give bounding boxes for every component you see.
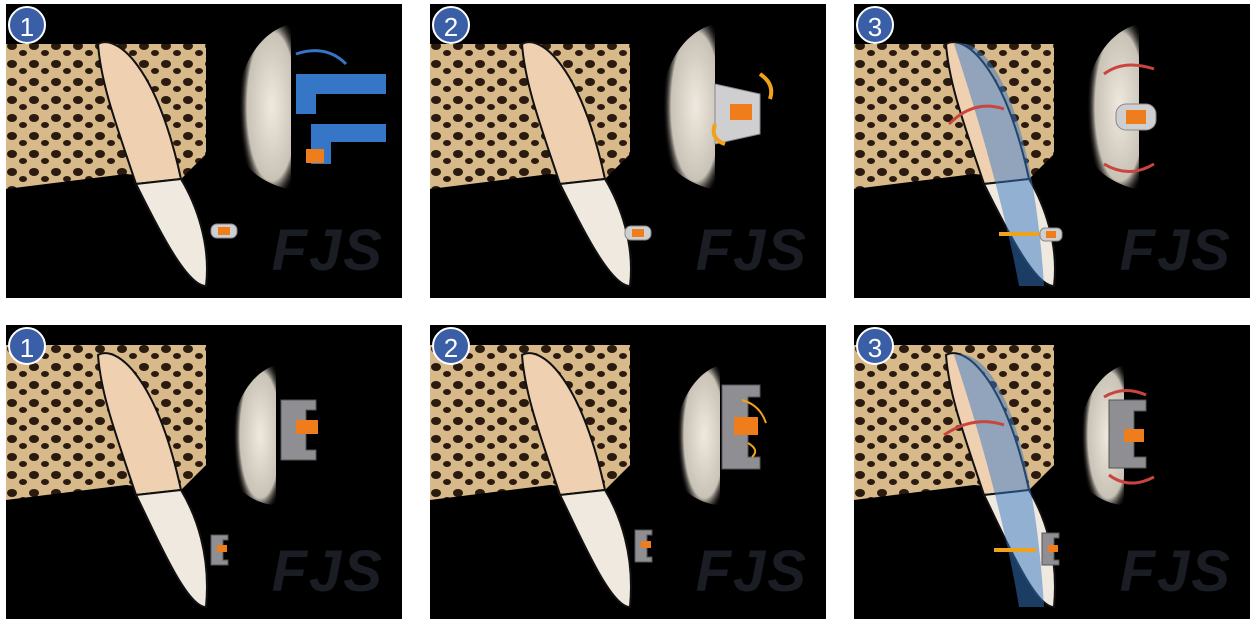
panel-bottom-1: 1 FJS [6,325,402,619]
panel-top-3: 3 FJS [854,4,1250,298]
panel-bottom-3: 3 FJS [854,325,1250,619]
bracket-slot [730,104,752,120]
step-badge: 1 [8,327,46,365]
bracket-slot [734,417,758,435]
orange-arrow-upper [760,74,771,99]
watermark: FJS [696,538,808,605]
panel-top-2: 2 FJS [430,4,826,298]
tooth-crown [136,179,207,286]
magnified-surface [236,24,291,189]
small-slot [632,229,644,237]
tooth-crown [560,179,631,286]
tooth-crown [560,490,631,607]
watermark: FJS [696,217,808,284]
small-slot [1048,545,1058,552]
magnified-surface [675,365,720,505]
small-slot [641,541,651,548]
tooth-crown [136,490,207,607]
blue-pliers-upper [296,74,386,114]
watermark: FJS [272,538,384,605]
watermark: FJS [1120,217,1232,284]
bracket-slot [296,420,318,434]
watermark: FJS [272,217,384,284]
small-slot [217,545,227,552]
panel-top-1: 1 FJS [6,4,402,298]
magnified-surface [231,365,276,505]
small-slot [1046,231,1056,238]
step-badge: 2 [432,6,470,44]
bracket-slot [1126,110,1146,124]
bracket-slot [306,149,324,163]
step-badge: 2 [432,327,470,365]
orange-arrow-lower [748,443,755,457]
watermark: FJS [1120,538,1232,605]
magnified-surface [660,24,715,189]
small-slot [218,227,230,235]
bracket-slot [1124,429,1144,442]
step-badge: 1 [8,6,46,44]
step-badge: 3 [856,6,894,44]
panel-bottom-2: 2 FJS [430,325,826,619]
rotation-arrow [296,51,346,64]
step-badge: 3 [856,327,894,365]
